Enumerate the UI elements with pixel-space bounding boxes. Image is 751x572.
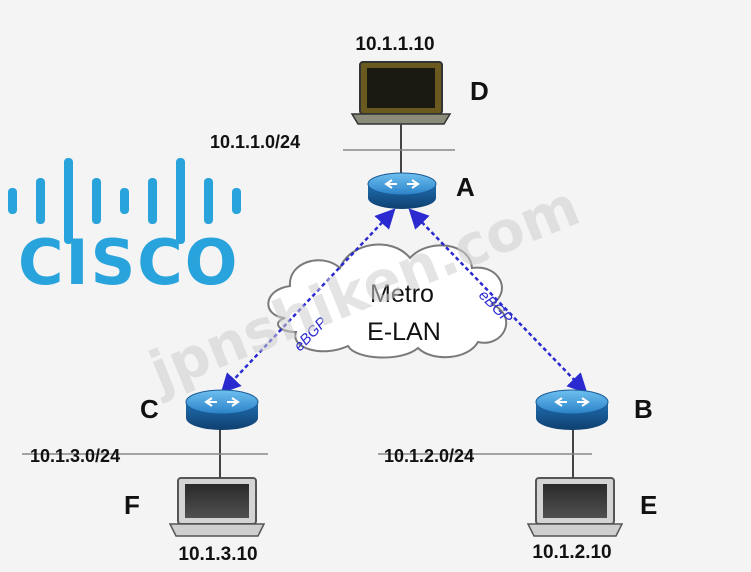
- router-arrows-icon: [384, 179, 420, 189]
- router-b-label: B: [634, 394, 653, 424]
- ebgp-session-a-c: [220, 208, 396, 394]
- host-f-ip: 10.1.3.10: [178, 544, 257, 565]
- host-f: [168, 477, 266, 537]
- host-e-label: E: [640, 490, 657, 520]
- host-f-label: F: [124, 490, 140, 520]
- router-c-label: C: [140, 394, 159, 424]
- router-a: [367, 172, 437, 209]
- router-c: [185, 389, 259, 430]
- subnet-label-1: 10.1.1.0/24: [210, 132, 300, 152]
- host-e: [526, 477, 624, 537]
- router-arrows-icon: [204, 397, 240, 407]
- subnet-label-2: 10.1.2.0/24: [384, 446, 474, 466]
- subnet-label-3: 10.1.3.0/24: [30, 446, 120, 466]
- host-d-ip: 10.1.1.10: [355, 34, 434, 55]
- cisco-bridge-bars-icon: [8, 158, 241, 244]
- cisco-logo: CISCO: [8, 158, 241, 299]
- logo-wordmark: CISCO: [18, 226, 239, 299]
- host-e-ip: 10.1.2.10: [532, 542, 611, 563]
- router-b: [535, 389, 609, 430]
- ebgp-session-a-b: [408, 208, 588, 394]
- cloud-label-line2: E-LAN: [367, 318, 441, 346]
- host-d-label: D: [470, 76, 489, 106]
- host-d: [350, 61, 452, 125]
- router-a-label: A: [456, 172, 475, 202]
- router-arrows-icon: [554, 397, 590, 407]
